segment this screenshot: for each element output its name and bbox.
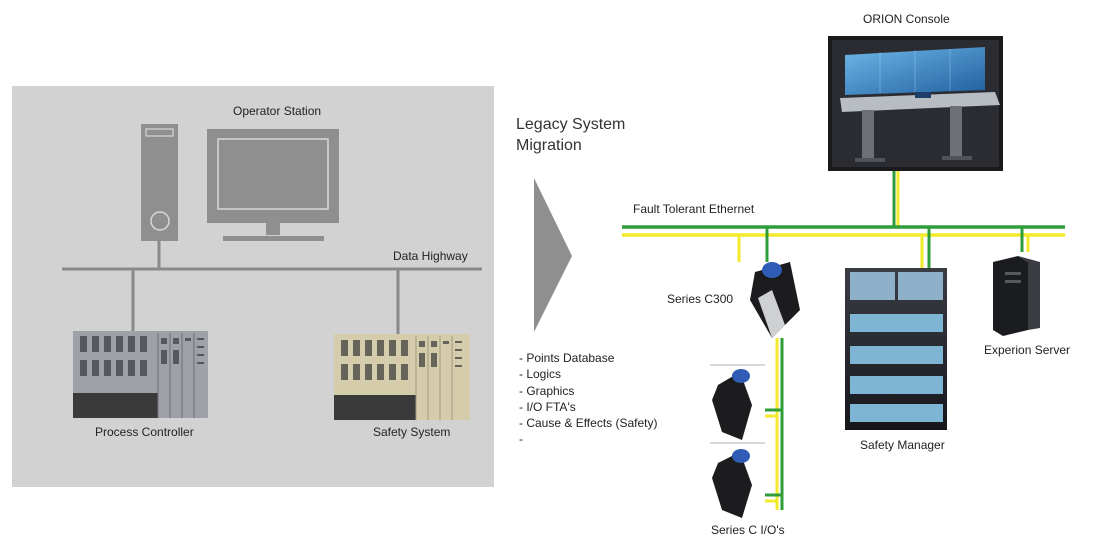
series-c300-icon <box>750 262 800 338</box>
migration-items-list: - Points Database - Logics - Graphics - … <box>519 350 658 448</box>
operator-station-label: Operator Station <box>233 104 322 118</box>
migration-item: - <box>519 432 523 447</box>
migration-title-line2: Migration <box>516 137 582 154</box>
migration-item: - Graphics <box>519 383 575 398</box>
series-c300-label: Series C300 <box>667 292 734 306</box>
pc-tower-icon <box>141 124 178 241</box>
fte-bus-line <box>622 225 1065 237</box>
series-c-io-connections <box>765 338 784 510</box>
series-c-ios-label: Series C I/O's <box>711 523 785 537</box>
orion-console-image <box>828 36 1003 171</box>
fte-drops <box>737 227 1030 268</box>
data-highway-label: Data Highway <box>393 249 468 263</box>
series-c-io-module-icon <box>710 442 765 521</box>
safety-system-icon <box>334 334 470 420</box>
monitor-icon <box>207 129 339 241</box>
experion-server-icon <box>993 256 1040 336</box>
migration-arrow-icon <box>534 178 572 332</box>
safety-system-label: Safety System <box>373 425 451 439</box>
migration-title-line1: Legacy System <box>516 116 626 133</box>
migration-item: - Points Database <box>519 351 615 365</box>
experion-server-label: Experion Server <box>984 343 1071 357</box>
process-controller-icon <box>73 331 208 418</box>
orion-console-label: ORION Console <box>863 12 950 26</box>
migration-item: - Cause & Effects (Safety) <box>519 416 658 431</box>
data-highway-line <box>62 241 482 334</box>
migration-item: - I/O FTA's <box>519 399 576 414</box>
safety-manager-icon <box>845 268 947 430</box>
series-c-io-module-icon <box>710 364 765 443</box>
console-connection <box>892 171 900 227</box>
safety-manager-label: Safety Manager <box>860 438 945 452</box>
fte-label: Fault Tolerant Ethernet <box>633 202 755 216</box>
migration-item: - Logics <box>519 367 562 382</box>
process-controller-label: Process Controller <box>95 425 194 439</box>
